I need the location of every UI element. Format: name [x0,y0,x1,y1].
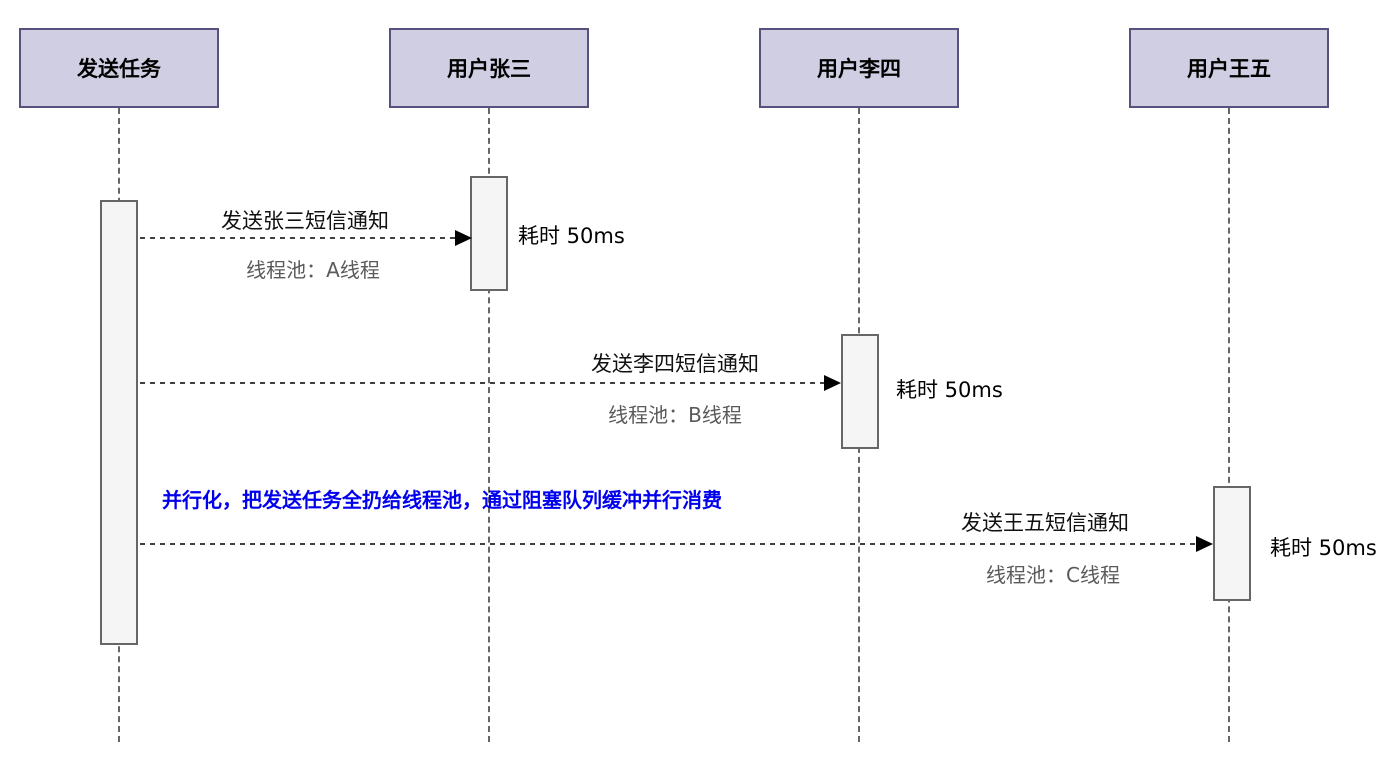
message-label-wangwu: 发送王五短信通知 [961,511,1129,535]
lifeline-wangwu [1228,108,1230,742]
parallel-note: 并行化，把发送任务全扔给线程池，通过阻塞队列缓冲并行消费 [162,488,722,512]
activation-lisi [841,334,879,449]
activation-zhangsan [470,176,508,291]
pool-label-a: 线程池：A线程 [246,258,380,282]
participant-wangwu: 用户王五 [1129,28,1329,108]
pool-label-b: 线程池：B线程 [608,403,742,427]
lifeline-zhangsan [488,108,490,742]
activation-send-task [100,200,138,645]
cost-label-lisi: 耗时 50ms [896,378,1003,402]
arrowhead-lisi [824,375,841,391]
arrowhead-zhangsan [455,230,472,246]
arrowhead-wangwu [1196,536,1213,552]
participant-lisi: 用户李四 [759,28,959,108]
pool-label-c: 线程池：C线程 [986,563,1120,587]
cost-label-wangwu: 耗时 50ms [1270,536,1377,560]
participant-zhangsan: 用户张三 [389,28,589,108]
cost-label-zhangsan: 耗时 50ms [518,224,625,248]
activation-wangwu [1213,486,1251,601]
participant-send-task: 发送任务 [19,28,219,108]
message-label-lisi: 发送李四短信通知 [591,352,759,376]
message-label-zhangsan: 发送张三短信通知 [221,209,389,233]
